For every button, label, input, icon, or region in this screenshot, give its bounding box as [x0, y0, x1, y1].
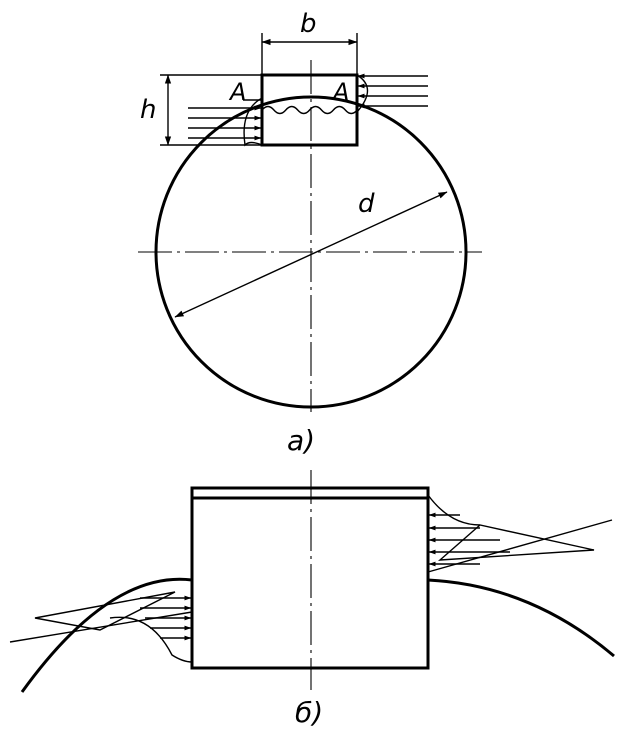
- right-bulge-curve: [427, 494, 481, 526]
- left-force-line: [9, 611, 193, 643]
- h-label: h: [140, 95, 156, 125]
- right-pressure-arrows: [357, 73, 428, 109]
- left-bulge-arrows: [140, 595, 192, 641]
- diameter-label: d: [358, 189, 375, 219]
- section-label-left: A: [228, 78, 246, 106]
- section-label-right: A: [331, 78, 349, 106]
- key-wavy-break: [261, 105, 358, 115]
- caption-a: a): [287, 424, 315, 457]
- left-pressure-arrows: [188, 99, 262, 141]
- view-b: б): [9, 470, 615, 729]
- right-pressure-curve: [356, 74, 369, 113]
- right-shaft-arc: [427, 578, 615, 658]
- left-force-triangle: [34, 591, 176, 631]
- caption-b: б): [295, 696, 323, 729]
- b-label: b: [300, 9, 317, 39]
- right-force-triangle: [437, 524, 595, 561]
- key-rectangle-b: [190, 486, 430, 670]
- diameter-dimension-line: [174, 191, 448, 318]
- right-bulge-arrows: [428, 512, 510, 567]
- view-a: d b h A A: [138, 9, 482, 457]
- left-pressure-curve: [243, 97, 263, 147]
- left-shaft-arc: [20, 577, 193, 693]
- left-bulge-curve: [109, 616, 193, 663]
